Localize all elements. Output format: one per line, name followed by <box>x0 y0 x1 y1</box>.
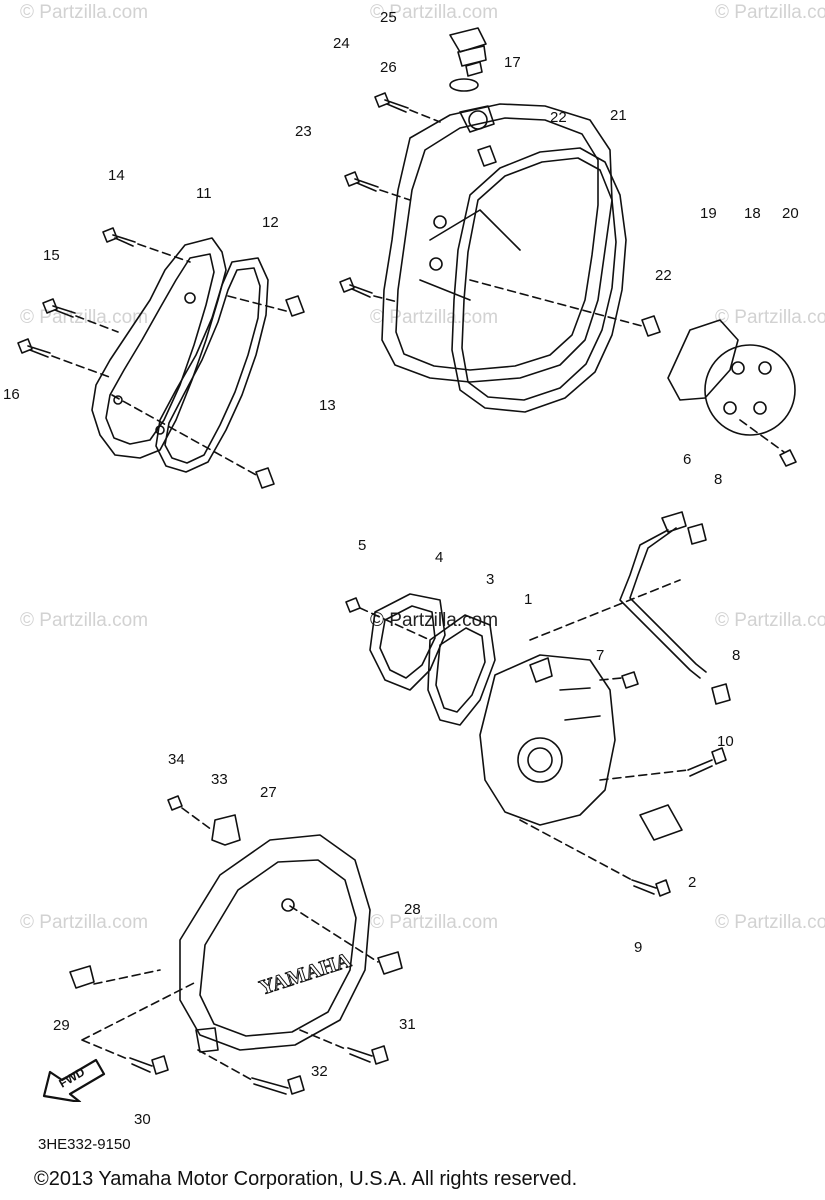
watermark-row3-right: © Partzilla.com <box>715 610 825 631</box>
callout-11: 11 <box>196 185 212 202</box>
pressure-plate-assembly <box>667 319 797 467</box>
callout-1: 1 <box>524 591 533 608</box>
watermark-row2-left: © Partzilla.com <box>20 307 149 328</box>
callout-30: 30 <box>134 1111 151 1128</box>
callout-20: 20 <box>782 205 799 222</box>
callout-29: 29 <box>53 1017 70 1034</box>
callout-25: 25 <box>380 9 397 26</box>
callout-4: 4 <box>435 549 444 566</box>
fwd-arrow-icon: FWD <box>42 1058 106 1102</box>
copyright-notice: ©2013 Yamaha Motor Corporation, U.S.A. A… <box>34 1168 578 1190</box>
watermark-row2-center: © Partzilla.com <box>370 307 499 328</box>
callout-27: 27 <box>260 784 277 801</box>
callout-12: 12 <box>262 214 279 231</box>
callout-22b: 22 <box>655 267 672 284</box>
bolts-generator-cover <box>69 795 403 1095</box>
watermark-row4-right: © Partzilla.com <box>715 912 825 933</box>
watermark-row4-left: © Partzilla.com <box>20 912 149 933</box>
callout-5: 5 <box>358 537 367 554</box>
bolts-left-cover <box>17 227 291 477</box>
callout-8b: 8 <box>732 647 741 664</box>
callout-8: 8 <box>714 471 723 488</box>
callout-26: 26 <box>380 59 397 76</box>
callout-6: 6 <box>683 451 692 468</box>
clutch-cover-gasket <box>451 147 627 413</box>
small-parts-middle <box>345 523 731 897</box>
gasket-3 <box>427 614 496 726</box>
diagram-code: 3HE332-9150 <box>38 1136 131 1153</box>
dowel-pins-13 <box>255 295 305 489</box>
callout-34: 34 <box>168 751 185 768</box>
callout-2: 2 <box>688 874 697 891</box>
bolts-clutch-cover <box>339 92 441 303</box>
cover-4 <box>369 593 446 691</box>
watermark-top-right: © Partzilla.com <box>715 2 825 23</box>
callout-14: 14 <box>108 167 125 184</box>
pipe-6 <box>619 511 707 679</box>
watermark-row4-center: © Partzilla.com <box>370 912 499 933</box>
callout-7: 7 <box>596 647 605 664</box>
callout-15: 15 <box>43 247 60 264</box>
crankcase-cover-left <box>91 237 227 459</box>
callout-31: 31 <box>399 1016 416 1033</box>
clutch-cover <box>381 103 613 383</box>
generator-cover <box>179 814 371 1053</box>
oil-filler-cap <box>449 27 487 92</box>
callout-3: 3 <box>486 571 495 588</box>
watermark-top-center: © Partzilla.com <box>370 2 499 23</box>
callout-17: 17 <box>504 54 521 71</box>
callout-24: 24 <box>333 35 350 52</box>
callout-10: 10 <box>717 733 734 750</box>
gasket-left <box>155 257 269 473</box>
callout-16: 16 <box>3 386 20 403</box>
callout-13: 13 <box>319 397 336 414</box>
callout-18: 18 <box>744 205 761 222</box>
watermark-row3-left: © Partzilla.com <box>20 610 149 631</box>
callout-28: 28 <box>404 901 421 918</box>
dowel-pins-22 <box>469 145 661 337</box>
callout-9: 9 <box>634 939 643 956</box>
yamaha-logo-text: YAMAHA <box>256 947 354 999</box>
callout-23: 23 <box>295 123 312 140</box>
watermark-top-left: © Partzilla.com <box>20 2 149 23</box>
callout-33: 33 <box>211 771 228 788</box>
water-pump-assembly <box>479 654 616 826</box>
callout-19: 19 <box>700 205 717 222</box>
callout-32: 32 <box>311 1063 328 1080</box>
callout-21: 21 <box>610 107 627 124</box>
watermark-row2-right: © Partzilla.com <box>715 307 825 328</box>
callout-22: 22 <box>550 109 567 126</box>
